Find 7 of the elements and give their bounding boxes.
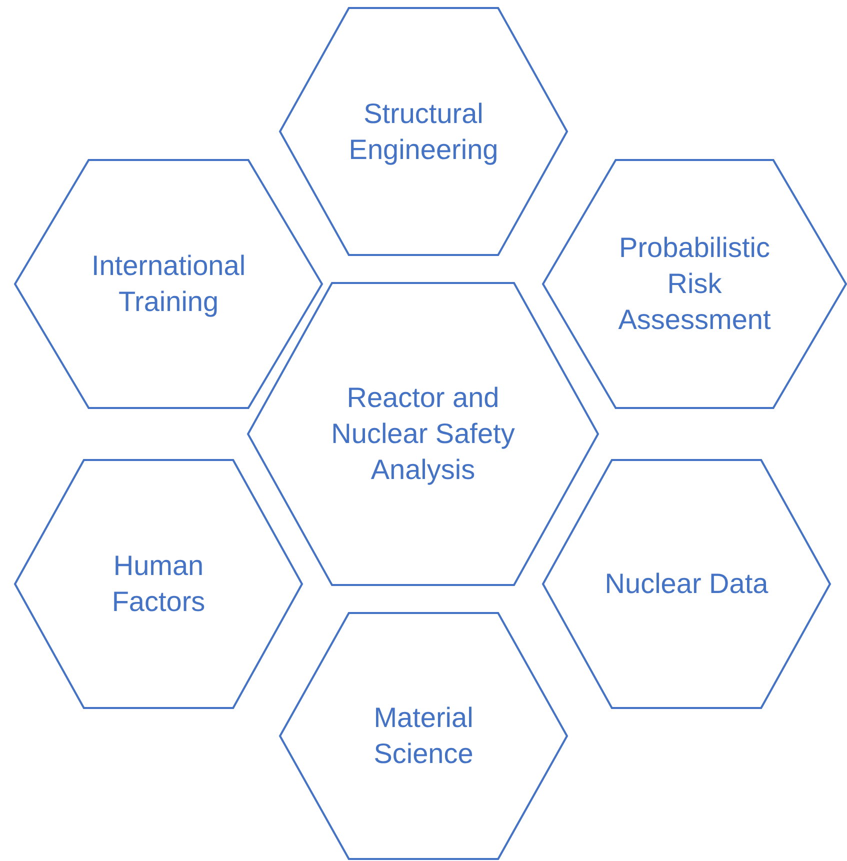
hexagon-label: Nuclear Data <box>604 567 770 601</box>
hexagon-label: Probabilistic Risk Assessment <box>617 231 772 337</box>
hexagon-label: International Training <box>90 249 247 319</box>
hexagon-label: Structural Engineering <box>348 96 500 167</box>
hexagon-label: Human Factors <box>110 549 206 619</box>
hexagon-label: Reactor and Nuclear Safety Analysis <box>330 381 516 487</box>
hexagon-label: Material Science <box>372 701 474 771</box>
